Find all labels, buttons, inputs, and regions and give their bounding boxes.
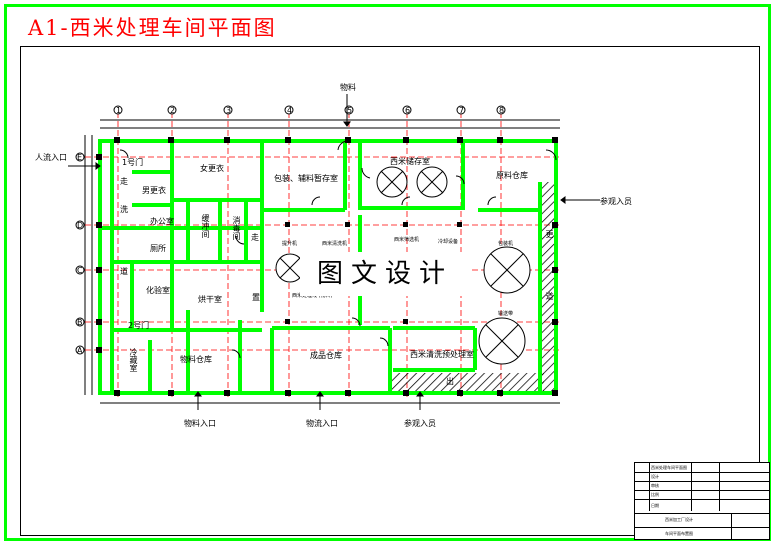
room-toilet: 厕所 (150, 244, 166, 253)
room-lock1: 1号门 (122, 158, 144, 167)
room-exit: 出 (446, 377, 454, 386)
machine-label-3: 提升机 (282, 241, 298, 247)
doors (119, 140, 557, 359)
axis-label-3: 3 (226, 106, 232, 115)
machine-label-4: 冷却设备 (438, 239, 459, 245)
room-packaging: 包装、辅料暂存室 (274, 174, 338, 183)
machine-label-2: 西米筛选机 (394, 237, 420, 243)
entrance-material-bottom-2: 物流入口 (306, 419, 338, 428)
axis-label-4: 4 (287, 106, 293, 115)
outer-frame (4, 4, 771, 541)
watermark: 图文设计 (300, 252, 470, 296)
entrance-visitor-right: 参观入员 (600, 197, 632, 206)
room-sago-wash: 西米清洗预处理室 (410, 350, 474, 359)
axis-label-8: 8 (499, 106, 505, 115)
room-corridor-d: 道 (120, 267, 128, 276)
axis-label-6: 6 (405, 106, 411, 115)
line-label: 西米处理线 (物料) (292, 293, 333, 299)
tb-drawing: 车间平面布置图 (665, 531, 693, 536)
axis-label-e: E (77, 153, 83, 162)
entrance-arrows (68, 94, 600, 410)
tb-row-0: 西米处理车间平面图 (651, 465, 687, 470)
machine-label-5: 包装机 (498, 241, 514, 247)
dimension-lines (84, 119, 560, 404)
room-finished: 成品仓库 (310, 351, 342, 360)
entrance-material-top: 物料 (340, 83, 356, 92)
tb-row-4: 日期 (651, 503, 659, 508)
hatched-floor (392, 373, 544, 391)
hatched-corridor (540, 182, 556, 392)
room-raw: 原料仓库 (496, 171, 528, 180)
room-storage: 物料仓库 (180, 355, 212, 364)
room-sago-storage: 西米储存室 (390, 157, 430, 166)
axis-label-c: C (77, 266, 83, 275)
conveyor-label: 输送带 (498, 311, 514, 317)
title-block: 西米处理车间平面图 设计 审核 比例 日期 西米加工厂设计 车间平面布置图 (634, 462, 770, 540)
room-women-dressing: 女更衣 (200, 164, 224, 173)
room-shelf: 置 (252, 293, 260, 302)
entrance-material-bottom-1: 物料入口 (184, 419, 216, 428)
entrance-people: 人流入口 (35, 153, 67, 162)
room-corridor-r: 道 (545, 292, 554, 300)
columns (96, 137, 558, 396)
axis-label-2: 2 (170, 106, 176, 115)
room-dry: 烘干室 (198, 295, 222, 304)
tb-project: 西米加工厂设计 (665, 517, 693, 522)
tb-row-2: 审核 (651, 483, 659, 488)
entrance-visitor-bottom: 参观入员 (404, 419, 436, 428)
tb-row-1: 设计 (651, 474, 659, 479)
drawing-border (20, 46, 760, 536)
machine-label-1: 西米清洗机 (322, 241, 348, 247)
axis-label-5: 5 (347, 106, 353, 115)
room-cold: 冷藏室 (129, 348, 138, 372)
room-elevator: 更 (545, 230, 554, 238)
axis-label-1: 1 (116, 106, 122, 115)
equipment (275, 166, 531, 365)
room-buffer: 缓冲间 (201, 214, 210, 238)
room-wash: 洗 (120, 205, 128, 214)
room-lab: 化验室 (146, 286, 170, 295)
axis-label-a: A (77, 346, 83, 355)
room-lobby: 走 (120, 177, 128, 186)
room-office: 办公室 (150, 217, 174, 226)
room-disinfect: 消毒间 (232, 216, 241, 240)
room-corridor-v: 走 (251, 233, 259, 242)
page-title: A1-西米处理车间平面图 (28, 16, 277, 40)
room-lock2: 2号门 (128, 321, 150, 330)
axis-label-b: B (77, 318, 83, 327)
axis-label-d: D (77, 221, 84, 230)
axis-bubbles-left (75, 152, 85, 355)
tb-row-3: 比例 (651, 492, 659, 497)
room-men-dressing: 男更衣 (142, 186, 166, 195)
axis-label-7: 7 (459, 106, 465, 115)
